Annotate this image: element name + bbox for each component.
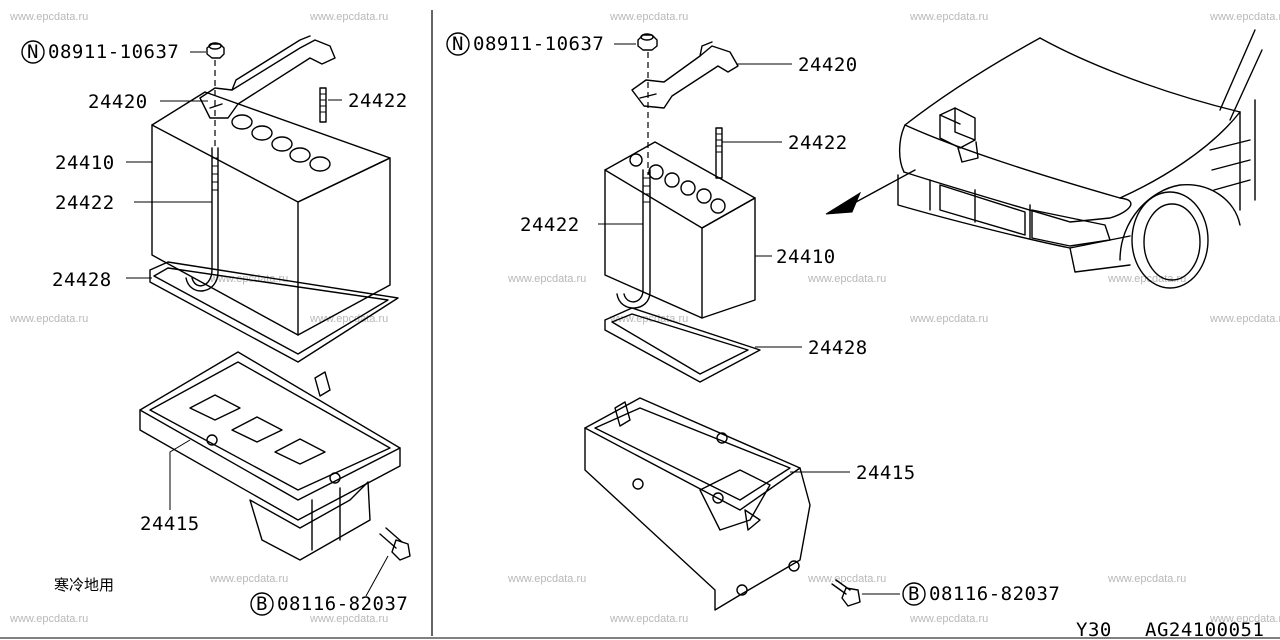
watermark: www.epcdata.ru bbox=[309, 613, 388, 625]
label-rod-left: 24422 bbox=[520, 214, 580, 236]
watermark: www.epcdata.ru bbox=[507, 573, 586, 585]
battery-pad bbox=[149, 261, 399, 363]
watermark: www.epcdata.ru bbox=[9, 11, 88, 23]
nut-marker-circle bbox=[446, 32, 470, 56]
watermark: www.epcdata.ru bbox=[609, 11, 688, 23]
left-panel: N 08911-10637 bbox=[21, 35, 411, 616]
nut-marker-letter: N bbox=[27, 41, 39, 63]
watermark: www.epcdata.ru bbox=[1107, 573, 1186, 585]
battery-pad bbox=[604, 307, 761, 383]
battery-tray bbox=[584, 397, 811, 611]
hold-down-rod-left bbox=[185, 147, 219, 292]
watermark-layer: www.epcdata.ru www.epcdata.ru www.epcdat… bbox=[9, 11, 1280, 625]
leader-line bbox=[169, 439, 191, 510]
bolt-marker-circle bbox=[250, 592, 274, 616]
label-rod-top: 24422 bbox=[788, 132, 848, 154]
watermark: www.epcdata.ru bbox=[507, 273, 586, 285]
leader-line bbox=[365, 555, 389, 597]
right-panel: N 08911-10637 bbox=[446, 29, 1264, 640]
bolt-callout: B 08116-82037 bbox=[250, 592, 408, 616]
watermark: www.epcdata.ru bbox=[9, 313, 88, 325]
label-tray: 24415 bbox=[140, 513, 200, 535]
watermark: www.epcdata.ru bbox=[1209, 313, 1280, 325]
label-rod-left: 24422 bbox=[55, 192, 115, 214]
label-battery: 24410 bbox=[55, 152, 115, 174]
watermark: www.epcdata.ru bbox=[807, 573, 886, 585]
watermark: www.epcdata.ru bbox=[1209, 613, 1280, 625]
hold-down-bracket bbox=[631, 41, 739, 109]
nut bbox=[637, 33, 658, 51]
watermark: www.epcdata.ru bbox=[309, 313, 388, 325]
label-battery: 24410 bbox=[776, 246, 836, 268]
nut-part-number: 08911-10637 bbox=[48, 41, 179, 63]
hold-down-rod-left bbox=[616, 169, 651, 309]
nut-callout: N 08911-10637 bbox=[21, 40, 206, 64]
hold-down-rod-top bbox=[715, 127, 723, 179]
battery bbox=[151, 91, 391, 336]
nut bbox=[206, 42, 225, 59]
nut-marker-circle bbox=[21, 40, 45, 64]
bolt bbox=[831, 579, 861, 607]
bolt-marker-circle bbox=[902, 582, 926, 606]
watermark: www.epcdata.ru bbox=[9, 613, 88, 625]
bolt-marker-letter: B bbox=[908, 583, 920, 605]
label-pad: 24428 bbox=[808, 337, 868, 359]
bolt-marker-letter: B bbox=[256, 593, 268, 615]
watermark: www.epcdata.ru bbox=[909, 313, 988, 325]
bolt-callout: B 08116-82037 bbox=[902, 582, 1060, 606]
label-bracket: 24420 bbox=[88, 91, 148, 113]
label-pad: 24428 bbox=[52, 269, 112, 291]
bolt-part-number: 08116-82037 bbox=[929, 583, 1060, 605]
watermark: www.epcdata.ru bbox=[1107, 273, 1186, 285]
bolt-part-number: 08116-82037 bbox=[277, 593, 408, 615]
nut-part-number: 08911-10637 bbox=[473, 33, 604, 55]
watermark: www.epcdata.ru bbox=[309, 11, 388, 23]
nut-marker-letter: N bbox=[452, 33, 464, 55]
model-code: Y30 bbox=[1076, 619, 1112, 640]
label-bracket: 24420 bbox=[798, 54, 858, 76]
hold-down-rod-top bbox=[319, 87, 327, 123]
bolt bbox=[379, 527, 411, 561]
watermark: www.epcdata.ru bbox=[209, 573, 288, 585]
watermark: www.epcdata.ru bbox=[609, 613, 688, 625]
drawing-code: AG24100051 bbox=[1145, 619, 1264, 640]
nut-callout: N 08911-10637 bbox=[446, 32, 636, 56]
label-tray: 24415 bbox=[856, 462, 916, 484]
label-rod-top: 24422 bbox=[348, 90, 408, 112]
watermark: www.epcdata.ru bbox=[909, 11, 988, 23]
watermark: www.epcdata.ru bbox=[1209, 11, 1280, 23]
hold-down-bracket bbox=[199, 35, 336, 119]
watermark: www.epcdata.ru bbox=[909, 613, 988, 625]
cold-climate-note: 寒冷地用 bbox=[54, 576, 114, 594]
vehicle-front-illustration bbox=[825, 29, 1263, 289]
battery-tray bbox=[139, 351, 401, 561]
battery bbox=[604, 141, 756, 319]
watermark: www.epcdata.ru bbox=[807, 273, 886, 285]
